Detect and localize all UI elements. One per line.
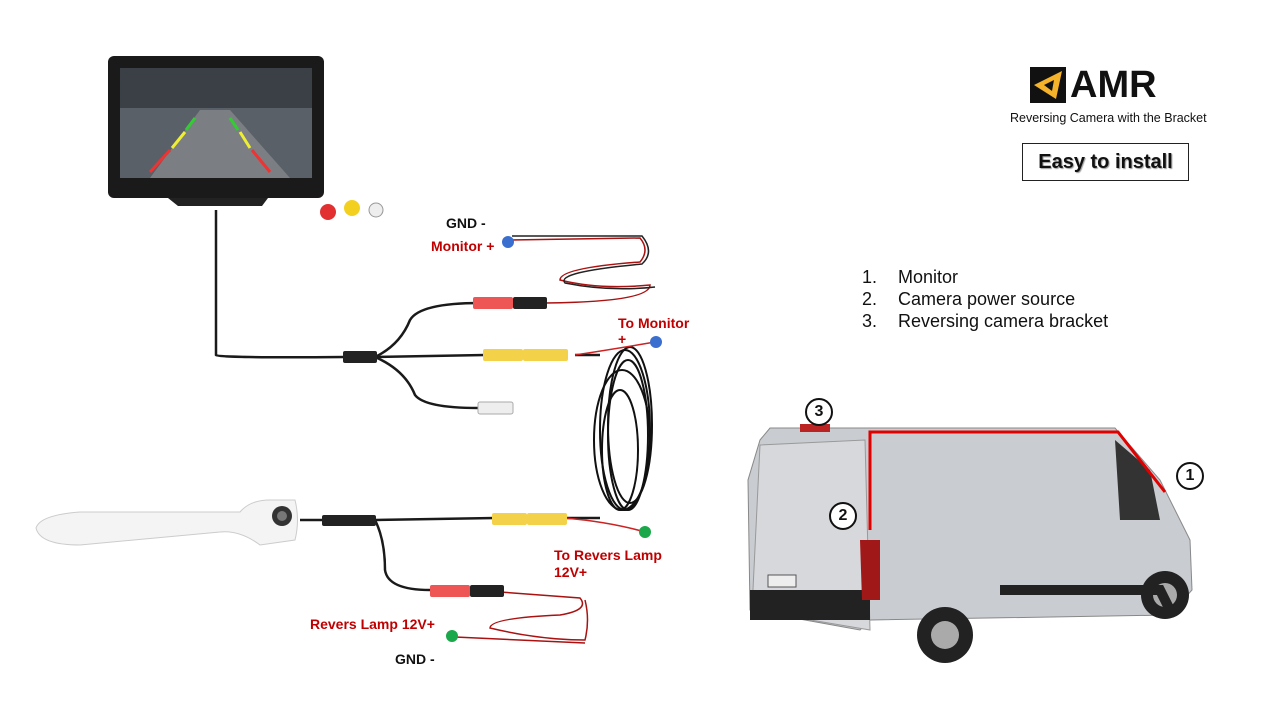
van-marker-power: 2 (829, 502, 857, 530)
label-to-monitor: To Monitor (618, 315, 690, 331)
easy-to-install-badge: Easy to install (1022, 143, 1189, 181)
label-revers-lamp: Revers Lamp 12V+ (310, 616, 435, 632)
label-to-monitor-plus: + (618, 331, 627, 347)
van-image (747, 424, 1193, 663)
cable-route-line (868, 430, 1167, 530)
label-gnd-top: GND - (446, 215, 486, 231)
legend-item: 3.Reversing camera bracket (862, 311, 1109, 331)
label-to-revers-lamp: To Revers Lamp (554, 547, 662, 563)
brand-name: AMR (1070, 64, 1157, 106)
legend-item: 1.Monitor (862, 267, 959, 287)
camera-bracket-image (35, 499, 298, 546)
monitor-image (108, 56, 384, 220)
van-marker-bracket: 3 (805, 398, 833, 426)
to-monitor-terminal (650, 336, 662, 348)
legend-list: 1.Monitor 2.Camera power source 3.Revers… (862, 267, 1108, 333)
van-marker-monitor: 1 (1176, 462, 1204, 490)
connectors (322, 297, 568, 597)
legend-item: 2.Camera power source (862, 289, 1076, 309)
label-gnd-bottom: GND - (395, 651, 435, 667)
label-to-revers-lamp-voltage: 12V+ (554, 564, 588, 580)
brand-logo: AMR (1030, 66, 1157, 104)
monitor-plus-terminal (502, 236, 514, 248)
brand-logo-icon (1030, 67, 1066, 103)
to-revers-lamp-terminal (639, 526, 651, 538)
revers-lamp-terminal (446, 630, 458, 642)
brand-subtitle: Reversing Camera with the Bracket (1010, 111, 1207, 125)
coiled-extension-cable (593, 346, 653, 511)
power-wires (454, 235, 656, 644)
label-monitor-plus: Monitor + (431, 238, 495, 254)
